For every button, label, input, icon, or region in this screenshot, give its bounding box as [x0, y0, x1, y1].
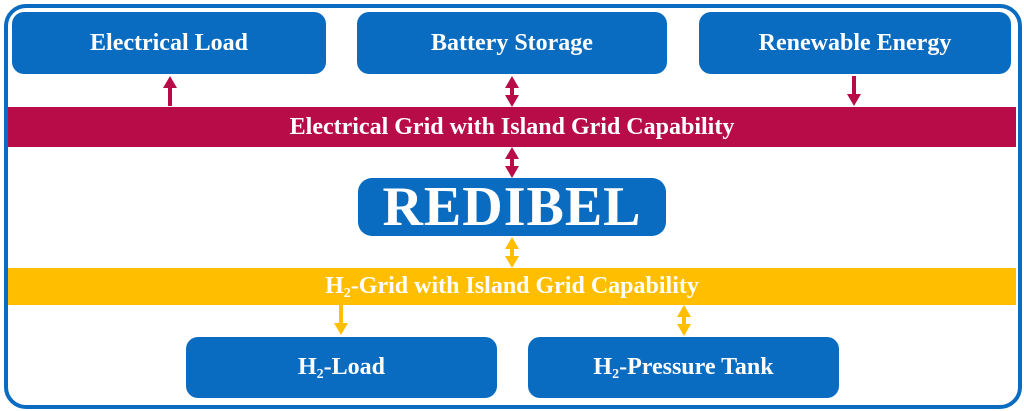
- h2-load-box: H2-Load: [186, 337, 497, 398]
- h2-pressure-tank-box: H2-Pressure Tank: [528, 337, 839, 398]
- h2-load-down-arrow: [334, 305, 348, 335]
- battery-storage-label: Battery Storage: [431, 29, 593, 56]
- electrical-load-box: Electrical Load: [12, 12, 326, 74]
- h2-tank-double-arrow: [677, 305, 691, 336]
- h2-load-label: H2-Load: [297, 354, 386, 382]
- electrical-load-up-arrow: [163, 76, 177, 106]
- battery-storage-double-arrow: [505, 76, 519, 107]
- redibel-h2grid-double-arrow: [505, 237, 519, 268]
- grid-redibel-double-arrow: [505, 147, 519, 178]
- renewable-energy-box: Renewable Energy: [699, 12, 1011, 74]
- h2-grid-label: H2-Grid with Island Grid Capability: [325, 273, 699, 301]
- electrical-grid-band: Electrical Grid with Island Grid Capabil…: [8, 107, 1016, 147]
- renewable-energy-down-arrow: [847, 76, 861, 106]
- h2-grid-band: H2-Grid with Island Grid Capability: [8, 268, 1016, 305]
- renewable-energy-label: Renewable Energy: [758, 29, 952, 56]
- electrical-grid-label: Electrical Grid with Island Grid Capabil…: [289, 113, 735, 140]
- diagram-frame: [4, 4, 1022, 409]
- redibel-box: REDIBEL: [358, 176, 666, 238]
- h2-pressure-tank-label: H2-Pressure Tank: [593, 354, 774, 382]
- electrical-load-label: Electrical Load: [90, 29, 248, 56]
- redibel-label: REDIBEL: [382, 176, 642, 238]
- battery-storage-box: Battery Storage: [357, 12, 667, 74]
